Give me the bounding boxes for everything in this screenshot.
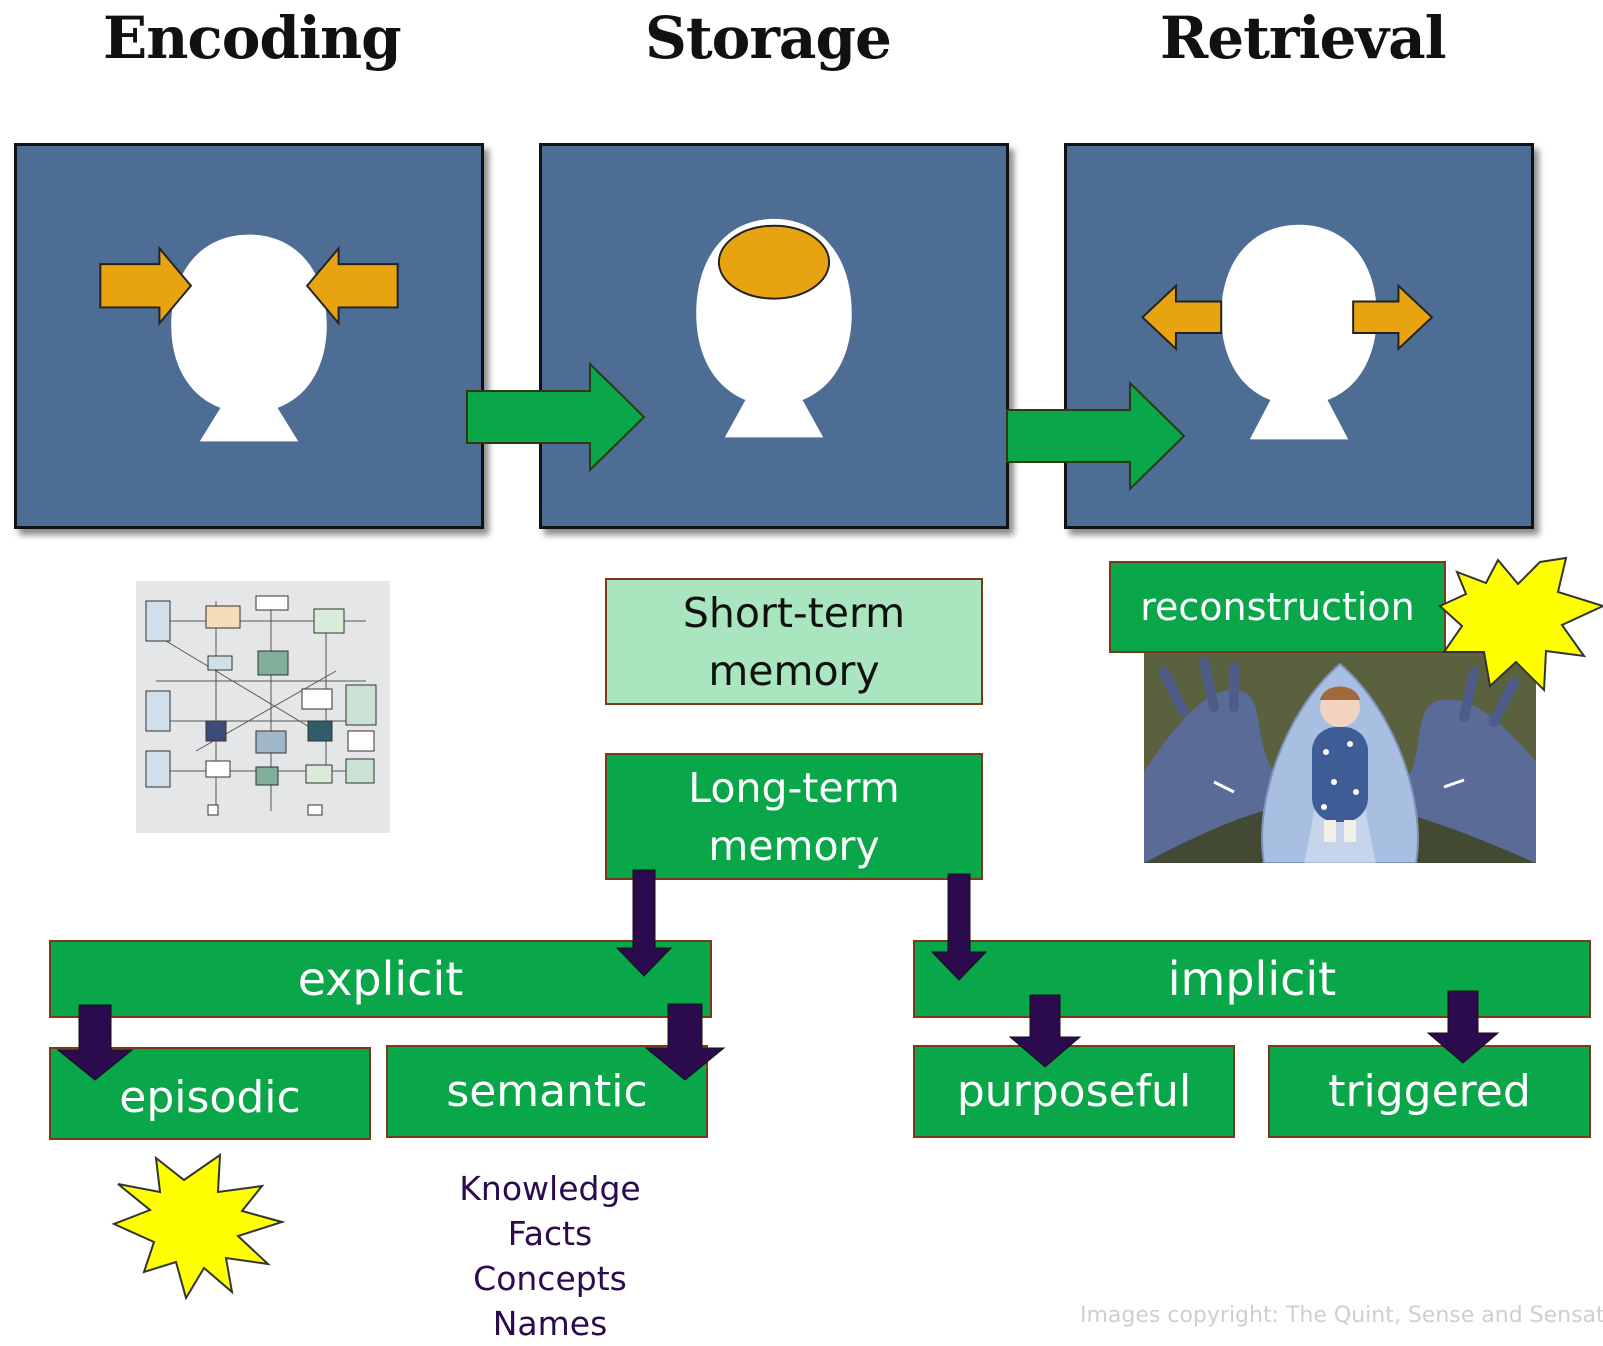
stage-title-retrieval: Retrieval (1160, 4, 1447, 72)
diagram-thumbnail (136, 581, 390, 833)
triggered-box: triggered (1268, 1045, 1591, 1138)
example-names: Names (492, 1304, 608, 1343)
semantic-examples-list: Knowledge Facts Concepts Names (440, 1166, 660, 1346)
long-term-memory-box: Long-term memory (605, 753, 983, 880)
stage-title-encoding: Encoding (103, 4, 402, 72)
short-term-label-line2: memory (708, 646, 880, 695)
long-term-label-line2: memory (708, 821, 880, 870)
retrieval-panel (1064, 143, 1534, 529)
stage-title-storage: Storage (645, 4, 892, 72)
head-icon (1141, 224, 1434, 440)
episodic-box: episodic (49, 1047, 371, 1140)
storage-panel (539, 143, 1009, 529)
head-icon (696, 218, 852, 438)
head-icon (99, 234, 399, 442)
purposeful-box: purposeful (913, 1045, 1235, 1138)
example-facts: Facts (507, 1214, 593, 1253)
short-term-label-line1: Short-term (682, 588, 906, 637)
explicit-box: explicit (49, 940, 712, 1018)
long-term-label-line1: Long-term (688, 763, 900, 812)
starburst-icon (111, 1153, 286, 1301)
short-term-memory-box: Short-term memory (605, 578, 983, 705)
reconstruction-box: reconstruction (1109, 561, 1446, 653)
brain-blob-icon (717, 224, 831, 300)
copyright-note: Images copyright: The Quint, Sense and S… (1080, 1303, 1603, 1328)
scared-child-illustration (1144, 652, 1536, 863)
implicit-box: implicit (913, 940, 1591, 1018)
example-knowledge: Knowledge (459, 1169, 641, 1208)
semantic-box: semantic (386, 1045, 708, 1138)
example-concepts: Concepts (473, 1259, 627, 1298)
encoding-panel (14, 143, 484, 529)
